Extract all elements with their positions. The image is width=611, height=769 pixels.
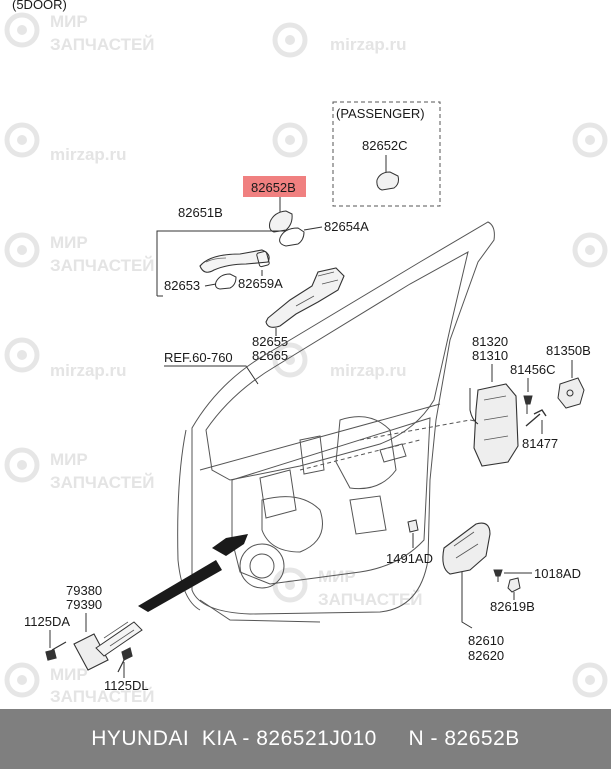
watermark-logo bbox=[4, 122, 40, 158]
watermark-logo bbox=[4, 232, 40, 268]
watermark-logo bbox=[4, 12, 40, 48]
gasket-part bbox=[256, 250, 270, 268]
pointer-wedge bbox=[138, 560, 222, 612]
watermark-text: ЗАПЧАСТЕЙ bbox=[50, 35, 155, 54]
part-label-82619B[interactable]: 82619B bbox=[490, 599, 535, 614]
watermark-text: МИР bbox=[50, 12, 88, 31]
part-label-82610[interactable]: 82610 bbox=[468, 633, 504, 648]
screw-part bbox=[523, 395, 533, 414]
watermark-layer: МИР ЗАПЧАСТЕЙ mirzap.ru mirzap.ru МИР ЗА… bbox=[4, 12, 608, 706]
watermark-text: mirzap.ru bbox=[50, 145, 127, 164]
watermark-text: ЗАПЧАСТЕЙ bbox=[50, 256, 155, 275]
part-label-81320[interactable]: 81320 bbox=[472, 334, 508, 349]
bolt-part bbox=[525, 409, 547, 427]
part-label-82653[interactable]: 82653 bbox=[164, 278, 200, 293]
watermark-logo bbox=[4, 662, 40, 698]
watermark-logo bbox=[572, 232, 608, 268]
watermark-logo bbox=[4, 337, 40, 373]
part-label-1491AD[interactable]: 1491AD bbox=[386, 551, 433, 566]
door-checker-part bbox=[73, 633, 109, 671]
part-label-82665[interactable]: 82665 bbox=[252, 348, 288, 363]
door-latch-part bbox=[469, 388, 479, 425]
leader-line bbox=[303, 226, 323, 231]
key-cover-passenger-part bbox=[376, 171, 399, 191]
watermark-text: ЗАПЧАСТЕЙ bbox=[50, 687, 155, 706]
leader-line bbox=[164, 365, 259, 385]
watermark-text: МИР bbox=[318, 567, 356, 586]
watermark-text: mirzap.ru bbox=[330, 361, 407, 380]
cap-part bbox=[507, 577, 521, 593]
variant-note: (5DOOR) bbox=[12, 0, 67, 12]
part-label-82620[interactable]: 82620 bbox=[468, 648, 504, 663]
watermark-logo bbox=[272, 122, 308, 158]
striker-part bbox=[566, 389, 574, 397]
watermark-text: МИР bbox=[50, 665, 88, 684]
leader-line bbox=[204, 283, 217, 287]
door-panel bbox=[177, 221, 501, 623]
outside-handle-part bbox=[205, 257, 227, 263]
part-label-82652C[interactable]: 82652C bbox=[362, 138, 408, 153]
striker-part bbox=[557, 377, 585, 409]
pointer-wedge bbox=[212, 534, 248, 556]
group-bracket bbox=[156, 230, 286, 296]
door-checker-part bbox=[103, 621, 135, 647]
highlight-box bbox=[243, 176, 306, 197]
key-cover-part bbox=[269, 210, 293, 233]
watermark-text: МИР bbox=[50, 233, 88, 252]
door-latch-part bbox=[483, 395, 509, 441]
watermark-logo bbox=[4, 447, 40, 483]
part-label-82655[interactable]: 82655 bbox=[252, 334, 288, 349]
inside-handle-part bbox=[453, 531, 479, 559]
part-label-82651B[interactable]: 82651B bbox=[178, 205, 223, 220]
door-checker-part bbox=[95, 621, 143, 657]
part-label-81310[interactable]: 81310 bbox=[472, 348, 508, 363]
outside-handle-part bbox=[199, 249, 270, 273]
handle-frame-part bbox=[265, 267, 345, 328]
part-label-79380[interactable]: 79380 bbox=[66, 583, 102, 598]
gasket-part bbox=[279, 227, 305, 247]
part-label-82659A[interactable]: 82659A bbox=[238, 276, 283, 291]
part-label-1018AD[interactable]: 1018AD bbox=[534, 566, 581, 581]
watermark-logo bbox=[272, 342, 308, 378]
part-label-82654A[interactable]: 82654A bbox=[324, 219, 369, 234]
bolt-part bbox=[45, 641, 67, 661]
part-label-82652B[interactable]: 82652B bbox=[251, 180, 296, 195]
part-number-footer: HYUNDAI KIA - 826521J010 N - 82652B bbox=[0, 709, 611, 769]
watermark-text: МИР bbox=[50, 450, 88, 469]
watermark-text: mirzap.ru bbox=[50, 361, 127, 380]
watermark-logo bbox=[272, 22, 308, 58]
handle-frame-part bbox=[295, 271, 339, 307]
inside-handle-part bbox=[442, 522, 491, 575]
watermark-logo bbox=[572, 662, 608, 698]
watermark-text: mirzap.ru bbox=[330, 35, 407, 54]
door-latch-part bbox=[473, 383, 519, 467]
watermark-logo bbox=[572, 122, 608, 158]
exploded-parts-diagram: МИР ЗАПЧАСТЕЙ mirzap.ru mirzap.ru МИР ЗА… bbox=[4, 0, 608, 706]
watermark-text: ЗАПЧАСТЕЙ bbox=[50, 473, 155, 492]
part-label-81456C[interactable]: 81456C bbox=[510, 362, 556, 377]
passenger-label: (PASSENGER) bbox=[336, 106, 425, 121]
part-label-81350B[interactable]: 81350B bbox=[546, 343, 591, 358]
ref-label: REF.60-760 bbox=[164, 350, 233, 365]
watermark-text: ЗАПЧАСТЕЙ bbox=[318, 590, 423, 609]
leader-line bbox=[461, 572, 473, 629]
part-label-79390[interactable]: 79390 bbox=[66, 597, 102, 612]
part-label-1125DL[interactable]: 1125DL bbox=[104, 678, 149, 693]
part-label-81477[interactable]: 81477 bbox=[522, 436, 558, 451]
gasket-part bbox=[215, 273, 237, 290]
clip-part bbox=[407, 519, 419, 533]
bolt-part bbox=[117, 647, 133, 673]
watermark-logo bbox=[272, 567, 308, 603]
screw-part bbox=[493, 569, 503, 582]
part-label-1125DA[interactable]: 1125DA bbox=[24, 614, 70, 629]
